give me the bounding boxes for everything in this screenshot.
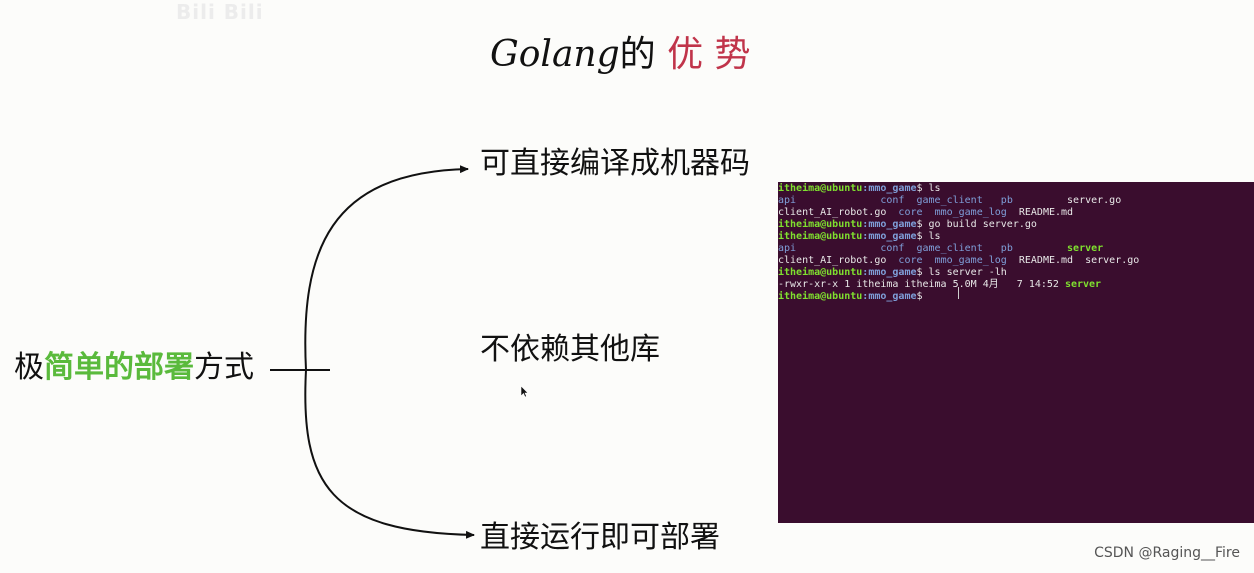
terminal-line: -rwxr-xr-x 1 itheima itheima 5.0M 4月 7 1…	[778, 279, 1102, 290]
root-highlight: 简单的部署	[44, 350, 194, 385]
terminal-line: itheima@ubuntu:mmo_game$ go build server…	[778, 219, 1037, 230]
title-golang: Golang	[490, 34, 620, 75]
text-cursor-icon	[958, 287, 959, 299]
terminal-line: itheima@ubuntu:mmo_game$	[778, 291, 923, 302]
footer-credit: CSDN @Raging__Fire	[1094, 545, 1240, 561]
bilibili-watermark-logo: Bili Bili	[176, 0, 264, 24]
title-advantage: 优 势	[667, 34, 751, 75]
branch-no-dependencies: 不依赖其他库	[480, 332, 660, 367]
terminal-line: itheima@ubuntu:mmo_game$ ls	[778, 183, 941, 194]
title-connector: 的	[619, 34, 656, 75]
terminal-line: api conf game_client pb server.go	[778, 195, 1122, 206]
branch-run-to-deploy: 直接运行即可部署	[480, 520, 720, 555]
terminal-line: client_AI_robot.go core mmo_game_log REA…	[778, 255, 1140, 266]
terminal-line: itheima@ubuntu:mmo_game$ ls	[778, 231, 941, 242]
terminal-line: itheima@ubuntu:mmo_game$ ls server -lh	[778, 267, 1007, 278]
root-node-label: 极简单的部署方式	[14, 348, 254, 388]
terminal-line: client_AI_robot.go core mmo_game_log REA…	[778, 207, 1074, 218]
terminal-line: api conf game_client pb server	[778, 243, 1104, 254]
terminal-window[interactable]: itheima@ubuntu:mmo_game$ ls api conf gam…	[778, 182, 1254, 523]
mouse-pointer-icon	[520, 383, 529, 402]
branch-compile-to-machine-code: 可直接编译成机器码	[480, 146, 750, 181]
root-suffix: 方式	[194, 350, 254, 385]
branch-curve-top	[304, 165, 469, 371]
page-title: Golang的 优 势	[490, 25, 751, 75]
root-prefix: 极	[14, 350, 44, 385]
branch-curve-bottom	[304, 369, 475, 539]
